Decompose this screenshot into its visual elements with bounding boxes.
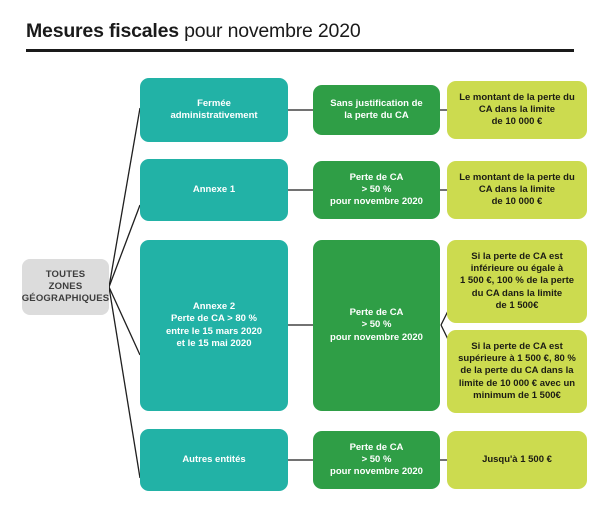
category-node-label: Annexe 2 Perte de CA > 80 % entre le 15 … bbox=[165, 301, 263, 349]
category-node-autres-entites[interactable]: Autres entités bbox=[140, 429, 288, 491]
root-node-label: TOUTES ZONES GÉOGRAPHIQUES bbox=[21, 268, 110, 305]
result-node-label: Si la perte de CA est inférieure ou égal… bbox=[459, 251, 575, 311]
page-header: Mesures fiscales pour novembre 2020 bbox=[26, 20, 574, 52]
condition-node-label: Perte de CA > 50 % pour novembre 2020 bbox=[330, 307, 423, 343]
result-node-montant-perte-10000-row1[interactable]: Le montant de la perte du CA dans la lim… bbox=[447, 81, 587, 139]
page-title-light: pour novembre 2020 bbox=[178, 20, 361, 42]
root-node-toutes-zones-geographiques[interactable]: TOUTES ZONES GÉOGRAPHIQUES bbox=[22, 259, 109, 315]
title-rule bbox=[26, 49, 574, 52]
condition-node-label: Sans justification de la perte du CA bbox=[330, 97, 423, 121]
connector-root-to-row4 bbox=[108, 286, 141, 479]
result-node-label: Si la perte de CA est supérieure à 1 500… bbox=[458, 341, 576, 401]
result-node-label: Le montant de la perte du CA dans la lim… bbox=[459, 91, 575, 128]
category-node-fermee-administrativement[interactable]: Fermée administrativement bbox=[140, 78, 288, 142]
page-title-strong: Mesures fiscales bbox=[26, 20, 179, 42]
result-node-montant-perte-10000-row2[interactable]: Le montant de la perte du CA dans la lim… bbox=[447, 161, 587, 219]
connector-root-to-row1 bbox=[108, 107, 141, 288]
category-node-annexe-1[interactable]: Annexe 1 bbox=[140, 159, 288, 221]
category-node-label: Fermée administrativement bbox=[170, 97, 258, 121]
page-title: Mesures fiscales pour novembre 2020 bbox=[26, 20, 574, 43]
condition-node-perte-ca-50-row2[interactable]: Perte de CA > 50 % pour novembre 2020 bbox=[313, 161, 440, 219]
result-node-perte-superieure-1500[interactable]: Si la perte de CA est supérieure à 1 500… bbox=[447, 330, 587, 413]
condition-node-perte-ca-50-row4[interactable]: Perte de CA > 50 % pour novembre 2020 bbox=[313, 431, 440, 489]
condition-node-label: Perte de CA > 50 % pour novembre 2020 bbox=[330, 441, 423, 478]
category-node-label: Annexe 1 bbox=[192, 183, 236, 195]
connector-root-to-row3 bbox=[108, 286, 141, 356]
condition-node-sans-justification[interactable]: Sans justification de la perte du CA bbox=[313, 85, 440, 135]
category-node-label: Autres entités bbox=[182, 453, 246, 465]
connector-root-to-row2 bbox=[108, 204, 141, 288]
result-node-label: Jusqu'à 1 500 € bbox=[482, 453, 552, 465]
result-node-jusqua-1500[interactable]: Jusqu'à 1 500 € bbox=[447, 431, 587, 489]
result-node-perte-inferieure-1500[interactable]: Si la perte de CA est inférieure ou égal… bbox=[447, 240, 587, 323]
condition-node-label: Perte de CA > 50 % pour novembre 2020 bbox=[330, 171, 423, 208]
condition-node-perte-ca-50-row3[interactable]: Perte de CA > 50 % pour novembre 2020 bbox=[313, 240, 440, 411]
category-node-annexe-2[interactable]: Annexe 2 Perte de CA > 80 % entre le 15 … bbox=[140, 240, 288, 411]
result-node-label: Le montant de la perte du CA dans la lim… bbox=[459, 171, 575, 208]
